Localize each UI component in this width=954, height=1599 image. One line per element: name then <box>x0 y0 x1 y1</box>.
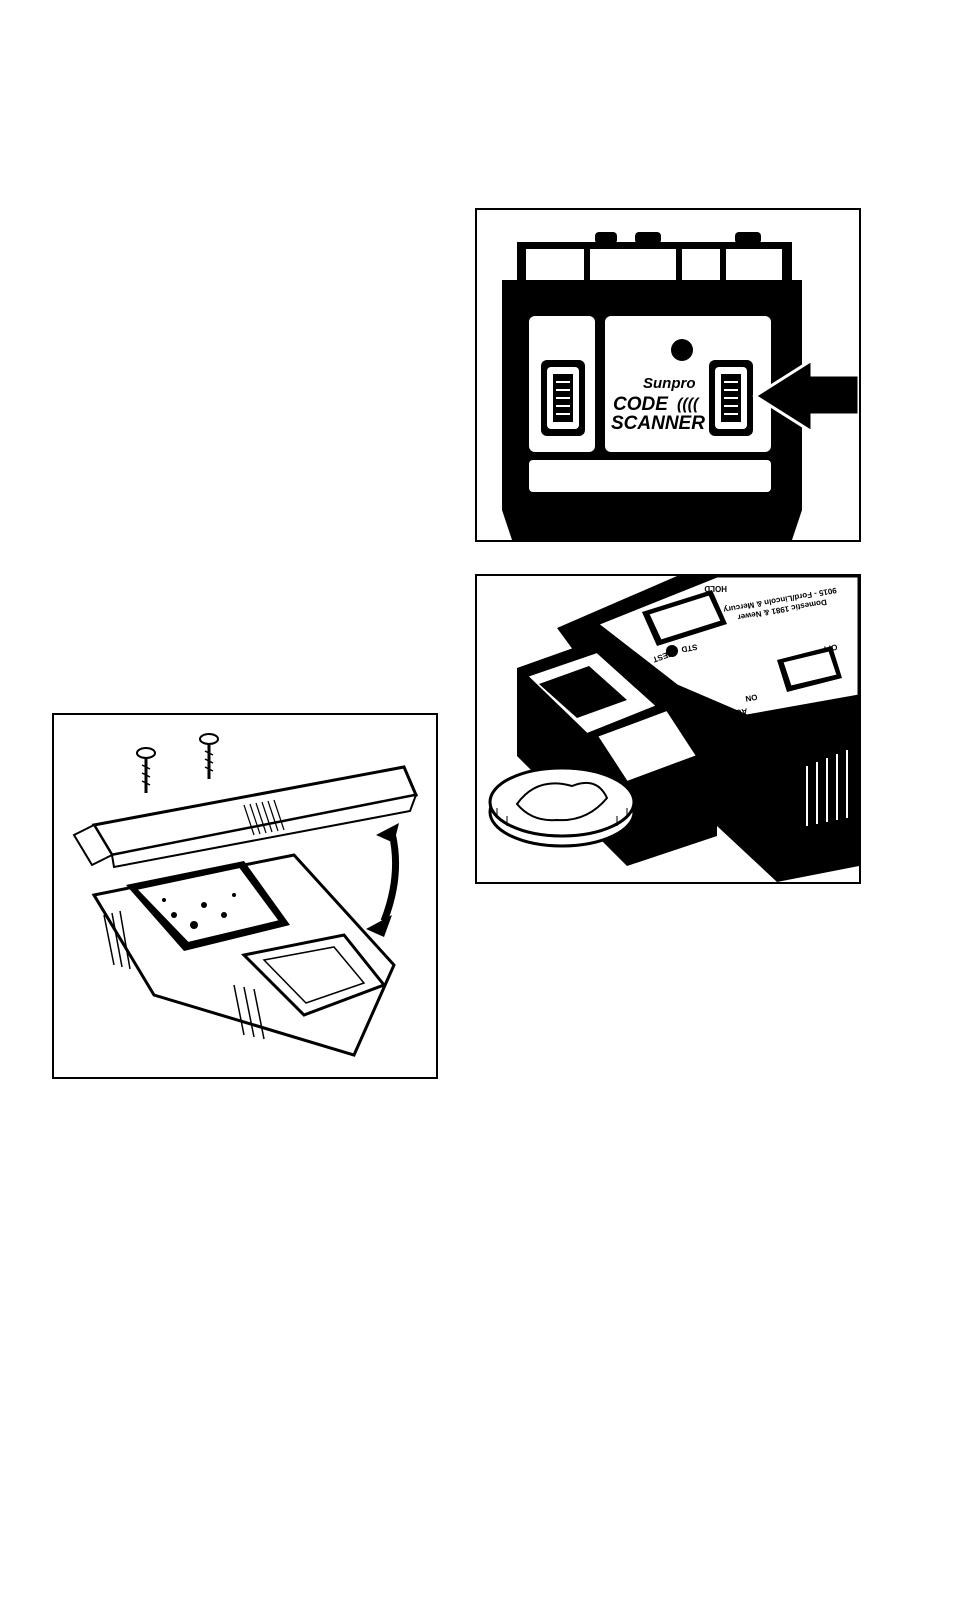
display-strip <box>529 460 771 492</box>
battery-compartment-figure <box>52 713 438 1079</box>
scanner-front-illustration: Sunpro CODE (((( SCANNER <box>477 210 859 540</box>
mode-knob-icon <box>666 645 678 657</box>
screw-icon <box>200 734 218 779</box>
right-rocker-button <box>709 360 753 436</box>
led-indicator <box>671 339 693 361</box>
open-close-arrow-icon <box>366 823 399 937</box>
signal-arcs-icon: (((( <box>677 396 700 413</box>
connector-illustration: HOLD TEST OFF ON AUDIO STD 9015 - Ford/L… <box>477 576 859 882</box>
battery-illustration <box>54 715 436 1077</box>
connector-coin-figure: HOLD TEST OFF ON AUDIO STD 9015 - Ford/L… <box>475 574 861 884</box>
scanner-front-figure: Sunpro CODE (((( SCANNER <box>475 208 861 542</box>
product-label-line2: SCANNER <box>611 413 705 434</box>
brand-label: Sunpro <box>643 375 696 392</box>
hold-label: HOLD <box>704 584 727 593</box>
coin-illustration <box>490 768 634 846</box>
left-rocker-button <box>541 360 585 436</box>
screw-icon <box>137 748 155 793</box>
product-label-line1: CODE <box>613 394 669 415</box>
